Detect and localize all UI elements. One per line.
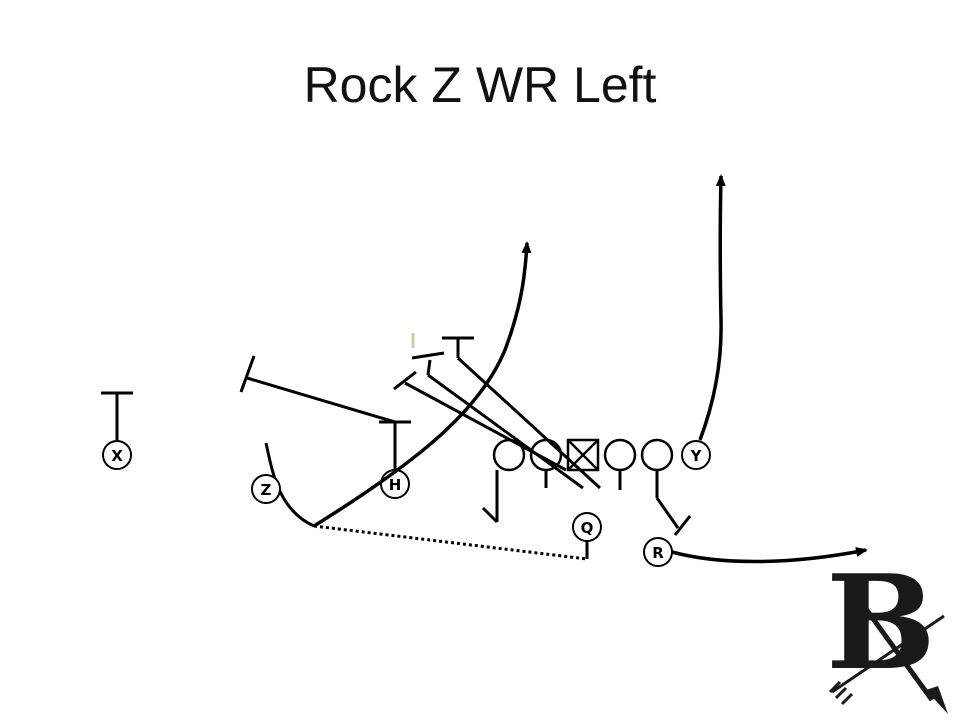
player-r: R	[643, 537, 868, 567]
h-lead-block	[239, 355, 396, 424]
q-label: Q	[581, 519, 594, 537]
r-route	[671, 547, 868, 564]
player-z: Z	[251, 442, 588, 561]
ball-carrier-route	[313, 241, 532, 528]
player-x: X	[101, 391, 133, 470]
play-title: Rock Z WR Left	[303, 57, 657, 113]
x-circle	[102, 440, 132, 470]
y-label: Y	[690, 447, 703, 465]
player-y: Y	[681, 174, 726, 470]
x-label: X	[111, 447, 123, 465]
line-blocks	[393, 333, 692, 536]
h-label: H	[389, 476, 402, 494]
logo-b-arrow: B	[826, 546, 948, 714]
r-label: R	[652, 544, 664, 562]
right-guard	[603, 438, 637, 472]
y-circle	[681, 440, 711, 470]
right-tackle	[640, 438, 674, 472]
z-label: Z	[261, 481, 272, 499]
player-q: Q	[572, 512, 602, 559]
player-h: H	[379, 420, 411, 499]
z-toss-dotted	[313, 524, 588, 561]
z-circle	[251, 474, 281, 504]
q-circle	[572, 512, 602, 542]
logo-letter: B	[826, 546, 936, 699]
y-route	[698, 174, 726, 441]
r-circle	[643, 537, 673, 567]
